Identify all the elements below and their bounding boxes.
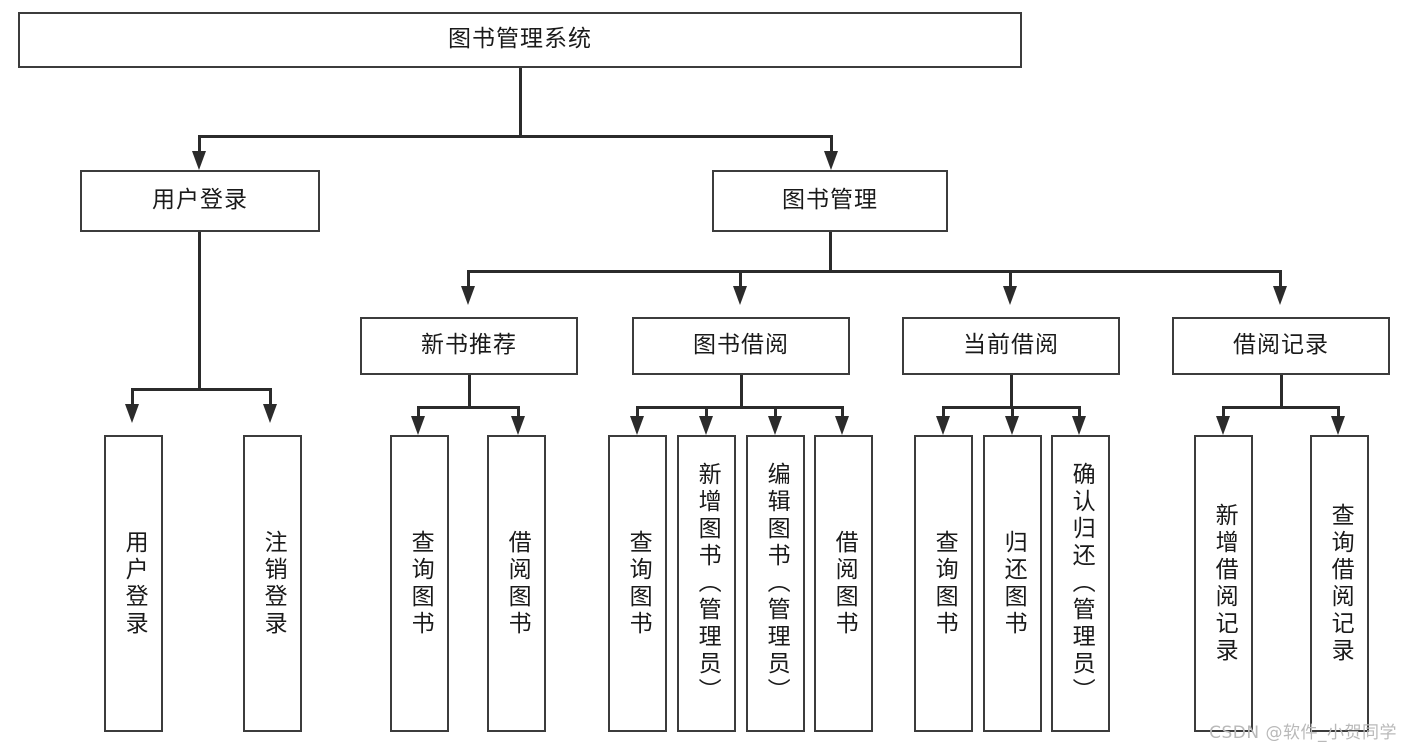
- arrow-leaf-1: [263, 404, 277, 423]
- edge-current-stem: [1010, 375, 1013, 408]
- edge-records-drop-1: [1222, 406, 1225, 418]
- leaf-query-borrow-record[interactable]: 查询借阅记录: [1310, 435, 1369, 732]
- edge-recommend-drop-2: [517, 406, 520, 418]
- arrow-leaf-2: [411, 416, 425, 435]
- edge-login-bus: [131, 388, 271, 391]
- edge-current-drop-2: [1011, 406, 1014, 418]
- node-book-borrow[interactable]: 图书借阅: [632, 317, 850, 375]
- arrow-leaf-5: [699, 416, 713, 435]
- node-current-borrow[interactable]: 当前借阅: [902, 317, 1120, 375]
- arrow-leaf-12: [1331, 416, 1345, 435]
- edge-recommend-stem: [468, 375, 471, 408]
- node-book-management[interactable]: 图书管理: [712, 170, 948, 232]
- edge-login-drop-2: [269, 388, 272, 406]
- leaf-user-login[interactable]: 用户登录: [104, 435, 163, 732]
- leaf-borrow-book-recommend[interactable]: 借阅图书: [487, 435, 546, 732]
- node-user-login[interactable]: 用户登录: [80, 170, 320, 232]
- arrow-leaf-3: [511, 416, 525, 435]
- arrow-leaf-7: [835, 416, 849, 435]
- edge-recommend-drop-1: [417, 406, 420, 418]
- leaf-edit-book-admin[interactable]: 编辑图书（管理员）: [746, 435, 805, 732]
- edge-root-stem: [519, 68, 522, 135]
- edge-level3-bus: [467, 270, 1282, 273]
- arrow-leaf-11: [1216, 416, 1230, 435]
- edge-level3-drop-1: [467, 270, 470, 288]
- arrow-level3-4: [1273, 286, 1287, 305]
- arrow-leaf-9: [1005, 416, 1019, 435]
- leaf-query-book-recommend[interactable]: 查询图书: [390, 435, 449, 732]
- leaf-query-book-current[interactable]: 查询图书: [914, 435, 973, 732]
- edge-recommend-bus: [417, 406, 520, 409]
- edge-level3-drop-3: [1009, 270, 1012, 288]
- leaf-add-book-admin[interactable]: 新增图书（管理员）: [677, 435, 736, 732]
- edge-borrow-bus: [636, 406, 843, 409]
- node-borrow-records[interactable]: 借阅记录: [1172, 317, 1390, 375]
- leaf-add-borrow-record[interactable]: 新增借阅记录: [1194, 435, 1253, 732]
- edge-records-drop-2: [1337, 406, 1340, 418]
- arrow-leaf-6: [768, 416, 782, 435]
- arrow-leaf-8: [936, 416, 950, 435]
- edge-current-drop-1: [942, 406, 945, 418]
- edge-borrow-stem: [740, 375, 743, 408]
- edge-borrow-drop-3: [774, 406, 777, 418]
- arrow-level2-2: [824, 151, 838, 170]
- arrow-leaf-0: [125, 404, 139, 423]
- arrow-level3-1: [461, 286, 475, 305]
- csdn-watermark: CSDN @软件_小贺同学: [1209, 723, 1397, 743]
- edge-current-drop-3: [1078, 406, 1081, 418]
- edge-records-stem: [1280, 375, 1283, 408]
- edge-borrow-drop-1: [636, 406, 639, 418]
- leaf-logout[interactable]: 注销登录: [243, 435, 302, 732]
- edge-records-bus: [1222, 406, 1340, 409]
- edge-level2-drop-1: [198, 135, 201, 153]
- arrow-leaf-4: [630, 416, 644, 435]
- leaf-borrow-book[interactable]: 借阅图书: [814, 435, 873, 732]
- node-root-system[interactable]: 图书管理系统: [18, 12, 1022, 68]
- node-new-book-recommend[interactable]: 新书推荐: [360, 317, 578, 375]
- leaf-confirm-return-admin[interactable]: 确认归还（管理员）: [1051, 435, 1110, 732]
- edge-level3-drop-2: [739, 270, 742, 288]
- edge-level2-drop-2: [830, 135, 833, 153]
- edge-level3-drop-4: [1279, 270, 1282, 288]
- edge-borrow-drop-2: [705, 406, 708, 418]
- edge-borrow-drop-4: [841, 406, 844, 418]
- leaf-query-book-borrow[interactable]: 查询图书: [608, 435, 667, 732]
- edge-login-drop-1: [131, 388, 134, 406]
- arrow-level3-3: [1003, 286, 1017, 305]
- arrow-level3-2: [733, 286, 747, 305]
- edge-bookmgmt-stem: [829, 232, 832, 272]
- arrow-level2-1: [192, 151, 206, 170]
- edge-level2-bus: [198, 135, 832, 138]
- edge-login-stem: [198, 232, 201, 390]
- leaf-return-book[interactable]: 归还图书: [983, 435, 1042, 732]
- arrow-leaf-10: [1072, 416, 1086, 435]
